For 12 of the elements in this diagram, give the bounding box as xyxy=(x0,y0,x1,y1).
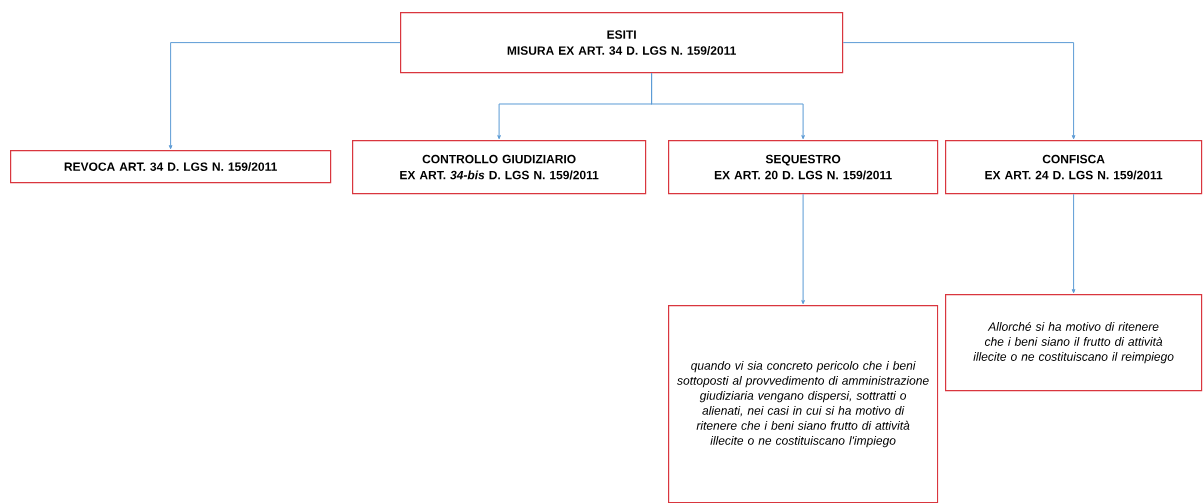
outcome-box: SEQUESTRO EX ART. 20 D. LGS N. 159/2011 xyxy=(668,140,939,195)
arrow xyxy=(1071,193,1076,294)
outcome-box: CONFISCA EX ART. 24 D. LGS N. 159/2011 xyxy=(945,140,1203,195)
text-box: quando vi sia concreto pericolo che i beni sottoposti al provvedimento di amministrazione giudiziaria vengano dispersi, sottratti o alienati, nei casi in cui si ha motivo di ritenere che i beni siano frutto di attività illecite o ne costituiscano l'impiego xyxy=(668,305,939,503)
title-box: ESITI MISURA EX ART. 34 D. LGS N. 159/2011 xyxy=(400,12,844,74)
text-box: Allorché si ha motivo di ritenere che i beni siano il frutto di attività illecite o ne costituiscano il reimpiego xyxy=(945,294,1203,392)
arrow xyxy=(650,72,805,140)
arrow xyxy=(842,42,1076,140)
arrow xyxy=(801,193,805,305)
arrow xyxy=(168,42,401,150)
outcome-box: REVOCA ART. 34 D. LGS N. 159/2011 xyxy=(10,150,332,184)
outcome-box: CONTROLLO GIUDIZIARIO EX ART. 34-bis D. LGS N. 159/2011 xyxy=(352,140,647,195)
